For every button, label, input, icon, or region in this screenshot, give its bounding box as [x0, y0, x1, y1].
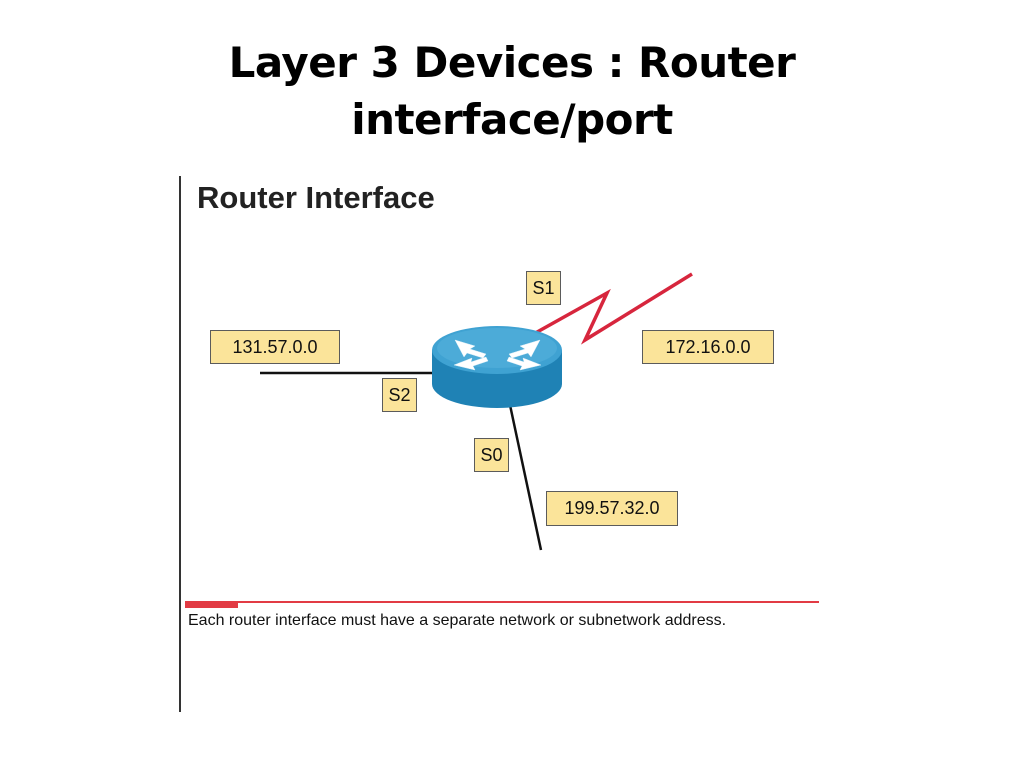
figure-heading: Router Interface [197, 180, 435, 215]
slide-title: Layer 3 Devices : Router interface/port [0, 34, 1024, 148]
network-label-s2: 131.57.0.0 [210, 330, 340, 364]
link-s1-serial [529, 272, 693, 345]
network-label-s0: 199.57.32.0 [546, 491, 678, 526]
figure-left-border [179, 176, 181, 712]
network-label-s1: 172.16.0.0 [642, 330, 774, 364]
slide-title-line-2: interface/port [351, 95, 673, 144]
interface-label-s1: S1 [526, 271, 561, 305]
slide-title-line-1: Layer 3 Devices : Router [228, 38, 796, 87]
figure-caption: Each router interface must have a separa… [188, 612, 727, 629]
interface-label-s0: S0 [474, 438, 509, 472]
link-s0 [508, 404, 543, 551]
router-icon [432, 326, 562, 408]
caption-rule-accent [185, 601, 238, 608]
interface-label-s2: S2 [382, 378, 417, 412]
caption-rule [185, 601, 819, 603]
